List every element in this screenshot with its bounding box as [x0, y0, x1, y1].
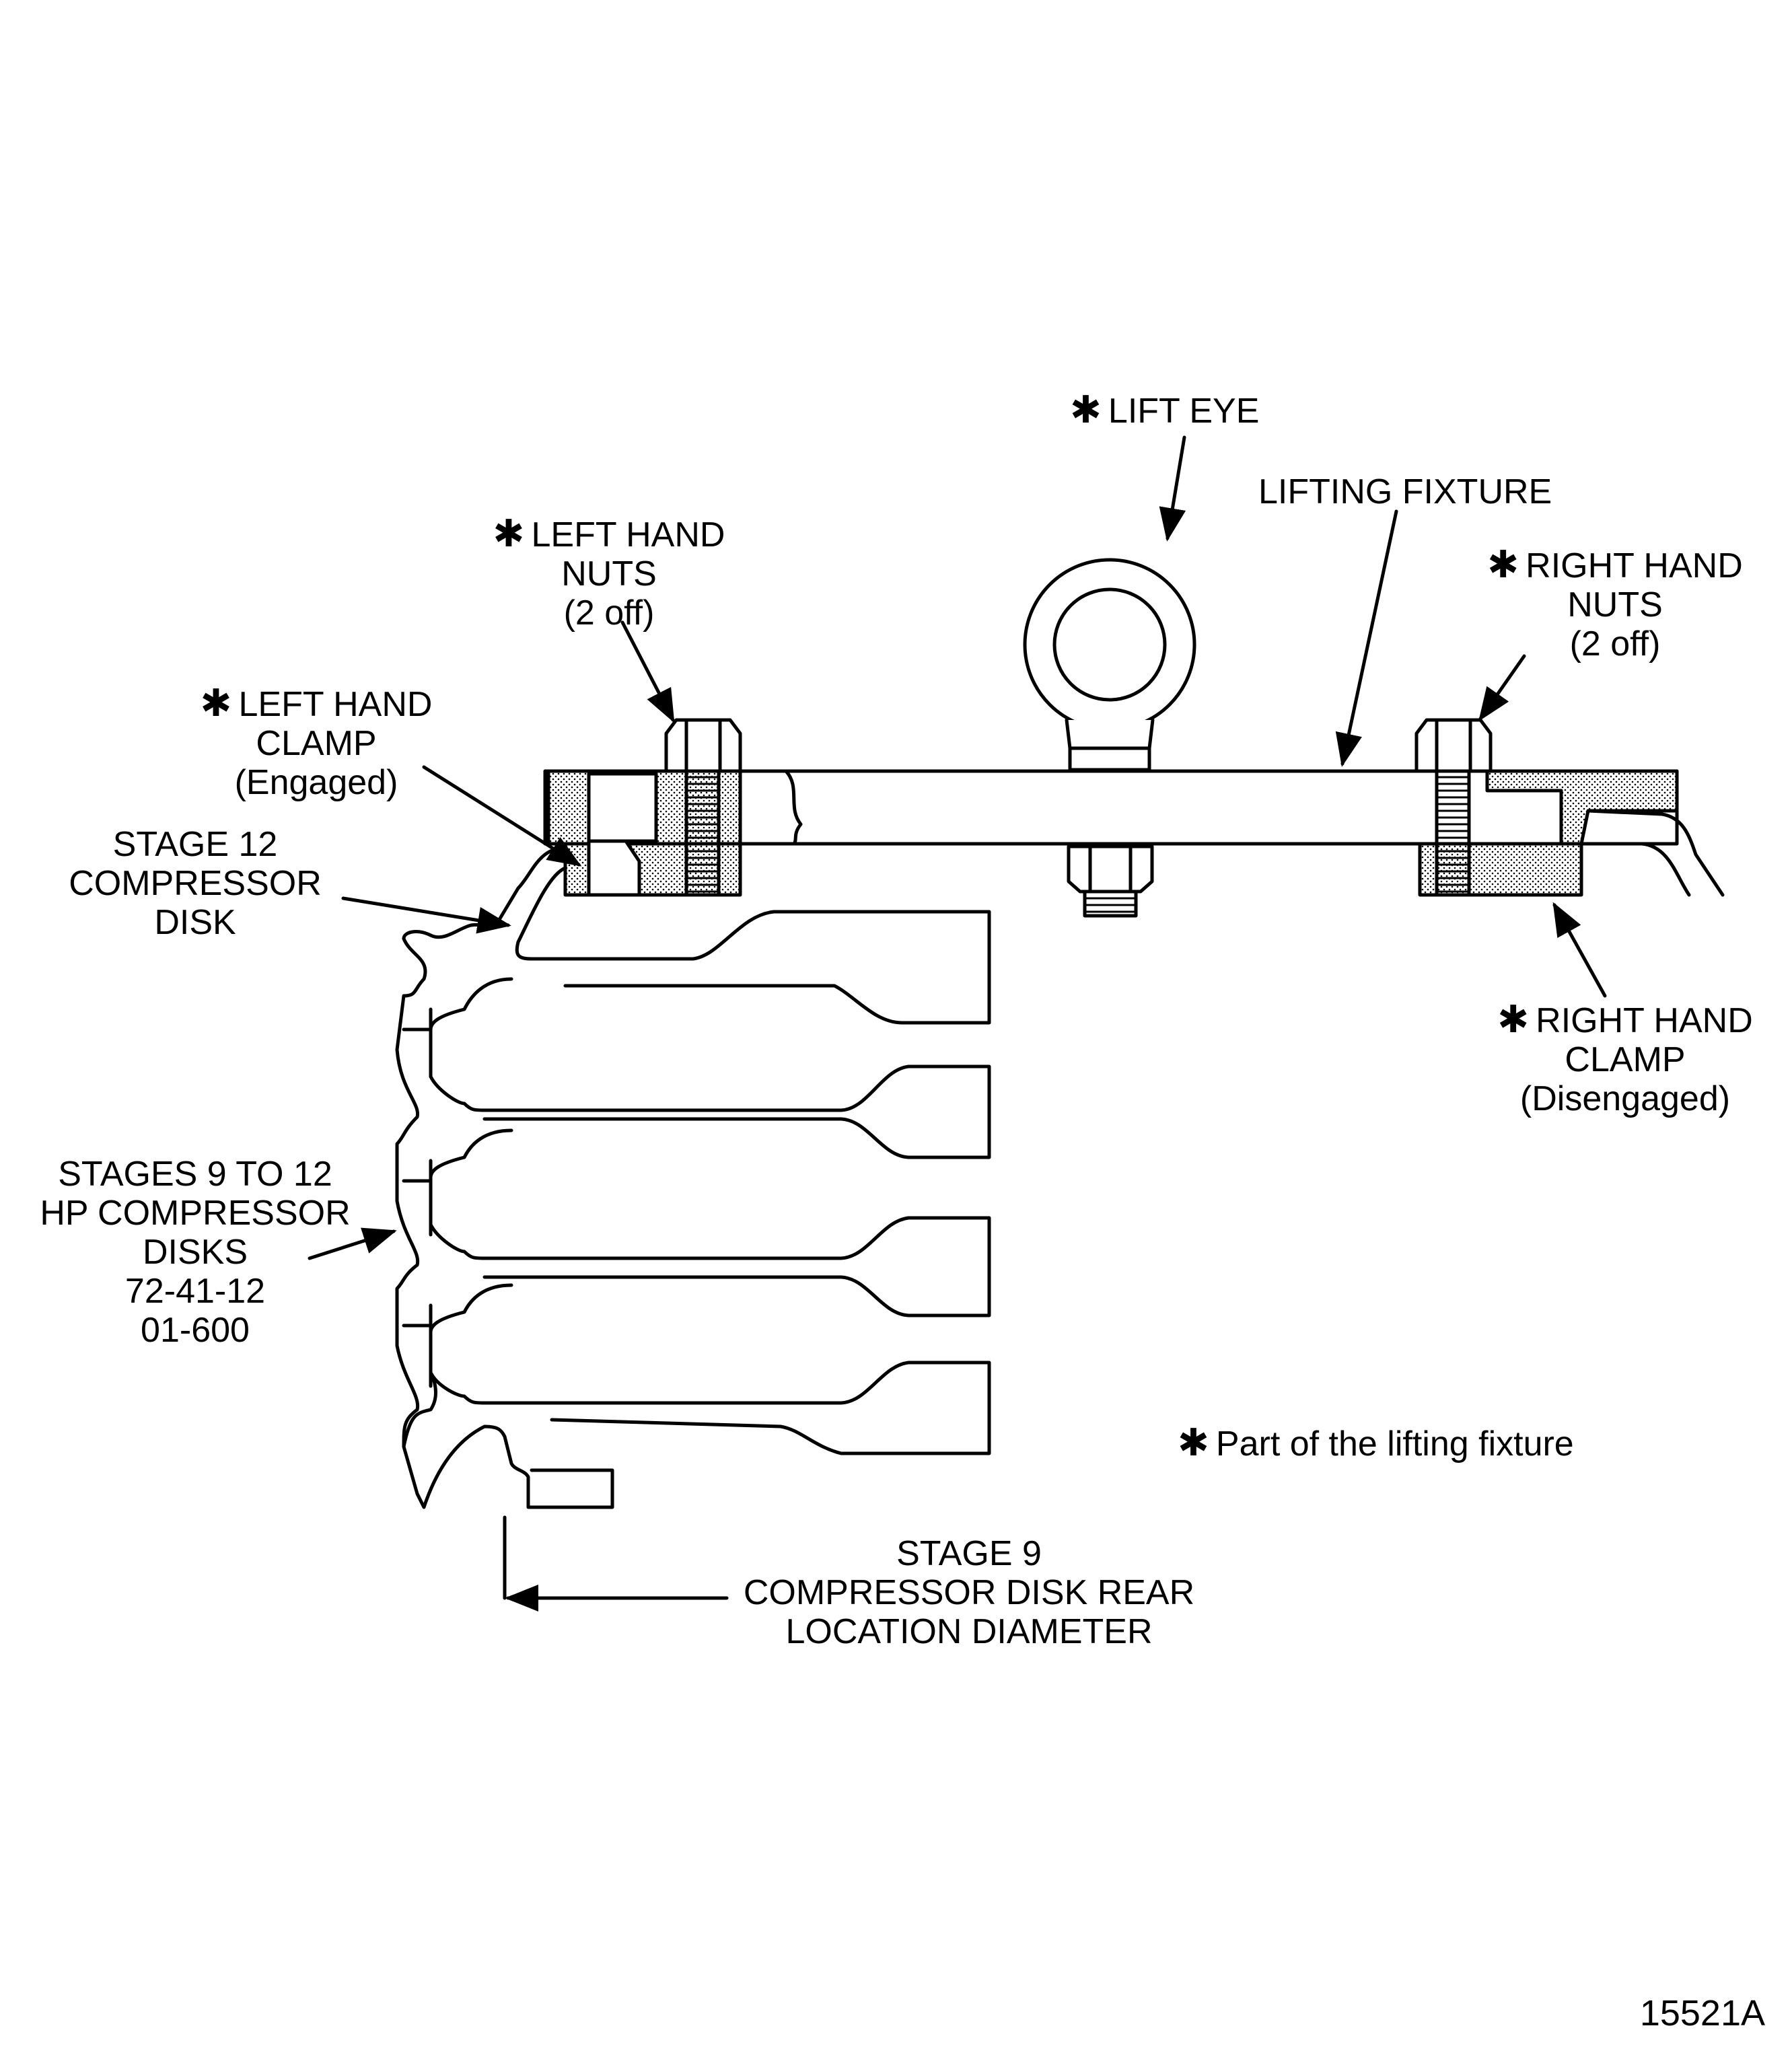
stages-9-12-label: STAGES 9 TO 12 HP COMPRESSOR DISKS 72-41…	[27, 1155, 363, 1350]
left-hand-clamp-label: ✱LEFT HAND CLAMP (Engaged)	[182, 682, 451, 803]
right-hand-nuts-line2: NUTS	[1567, 585, 1663, 624]
asterisk-icon: ✱	[1178, 1421, 1209, 1463]
stage-12-disk-line1: STAGE 12	[112, 825, 278, 864]
lifting-fixture-text: LIFTING FIXTURE	[1258, 472, 1552, 511]
stage-12-disk-line3: DISK	[154, 903, 236, 942]
legend-note-text: Part of the lifting fixture	[1215, 1424, 1574, 1463]
leader-lines	[308, 435, 1607, 1612]
left-hand-clamp-line2: CLAMP	[256, 724, 377, 763]
left-hand-nuts-label: ✱LEFT HAND NUTS (2 off)	[471, 512, 747, 633]
left-hand-clamp-line1: LEFT HAND	[238, 685, 433, 724]
right-hand-nuts-line3: (2 off)	[1569, 624, 1661, 663]
stage-12-disk	[402, 846, 991, 1025]
left-hand-nuts-line1: LEFT HAND	[531, 515, 725, 554]
stage-12-disk-label: STAGE 12 COMPRESSOR DISK	[54, 825, 336, 942]
lift-eye	[1023, 558, 1196, 918]
stage-9-rear-label: STAGE 9 COMPRESSOR DISK REAR LOCATION DI…	[727, 1534, 1211, 1651]
stage-9-rear-line3: LOCATION DIAMETER	[785, 1612, 1153, 1651]
left-hand-nuts-line2: NUTS	[561, 554, 657, 593]
stages-9-12-line3: DISKS	[142, 1233, 248, 1272]
right-hand-nut	[1414, 718, 1493, 897]
stages-9-12-line1: STAGES 9 TO 12	[58, 1155, 332, 1194]
stages-9-12-line4: 72-41-12	[124, 1272, 266, 1311]
figure-number: 15521A	[1639, 1993, 1765, 2033]
stage-9-rear-line2: COMPRESSOR DISK REAR	[743, 1573, 1195, 1612]
stages-9-12-line2: HP COMPRESSOR	[40, 1194, 351, 1233]
asterisk-icon: ✱	[1070, 388, 1102, 431]
lift-eye-label: ✱LIFT EYE	[1070, 390, 1259, 431]
stage-9-rear-line1: STAGE 9	[896, 1534, 1042, 1573]
right-hand-clamp-line1: RIGHT HAND	[1536, 1001, 1753, 1040]
lifting-fixture-label: LIFTING FIXTURE	[1258, 472, 1552, 511]
stages-9-12-line5: 01-600	[141, 1311, 250, 1350]
asterisk-icon: ✱	[1497, 998, 1530, 1040]
stage-12-disk-line2: COMPRESSOR	[69, 864, 322, 903]
right-hand-clamp-line2: CLAMP	[1565, 1040, 1686, 1079]
left-hand-nut	[664, 718, 742, 897]
right-hand-nuts-line1: RIGHT HAND	[1526, 546, 1743, 585]
compressor-disk-stack	[395, 937, 991, 1509]
lift-eye-text: LIFT EYE	[1108, 392, 1260, 431]
right-hand-nuts-label: ✱RIGHT HAND NUTS (2 off)	[1467, 543, 1763, 664]
left-hand-nuts-line3: (2 off)	[563, 593, 655, 632]
right-hand-clamp-line3: (Disengaged)	[1519, 1079, 1731, 1118]
legend-note: ✱Part of the lifting fixture	[1178, 1421, 1574, 1464]
right-hand-clamp-label: ✱RIGHT HAND CLAMP (Disengaged)	[1480, 998, 1770, 1119]
asterisk-icon: ✱	[1487, 543, 1519, 585]
asterisk-icon: ✱	[200, 682, 232, 724]
asterisk-icon: ✱	[493, 512, 525, 554]
left-hand-clamp-line3: (Engaged)	[234, 763, 398, 802]
